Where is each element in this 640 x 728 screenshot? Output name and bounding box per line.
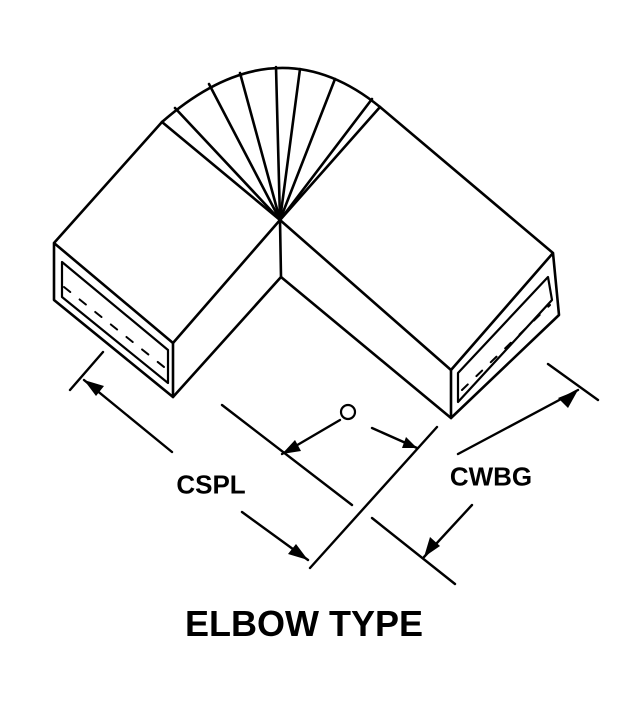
cwbg-label: CWBG	[449, 461, 533, 492]
left-duct	[52, 120, 282, 399]
diagram-title: ELBOW TYPE	[184, 603, 424, 644]
elbow-fan	[160, 65, 382, 222]
right-duct	[278, 105, 561, 420]
arrowheads	[84, 380, 578, 560]
angle-circle	[339, 403, 357, 421]
cspl-label: CSPL	[176, 469, 246, 500]
elbow-inner	[171, 218, 453, 420]
